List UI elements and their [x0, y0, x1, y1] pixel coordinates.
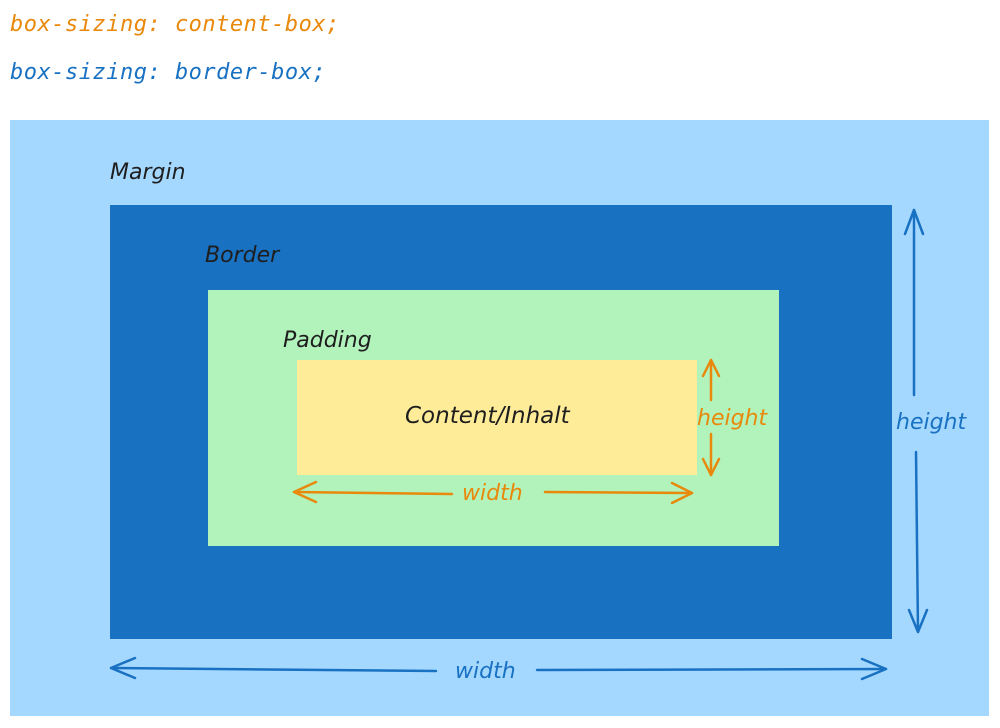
border-width-arrow — [109, 656, 888, 681]
margin-label: Margin — [110, 160, 186, 185]
content-box — [297, 360, 697, 475]
border-width-label: width — [455, 659, 516, 684]
content-height-arrow — [701, 358, 721, 477]
content-height-label: height — [697, 406, 768, 431]
legend-content-box: box-sizing: content-box; — [10, 12, 340, 37]
padding-label: Padding — [283, 328, 372, 353]
border-height-arrow — [903, 208, 929, 634]
content-width-arrow — [292, 480, 694, 505]
border-label: Border — [205, 243, 280, 268]
content-width-label: width — [462, 481, 523, 506]
border-height-label: height — [896, 410, 967, 435]
content-label: Content/Inhalt — [405, 403, 570, 429]
legend-border-box: box-sizing: border-box; — [10, 60, 327, 85]
